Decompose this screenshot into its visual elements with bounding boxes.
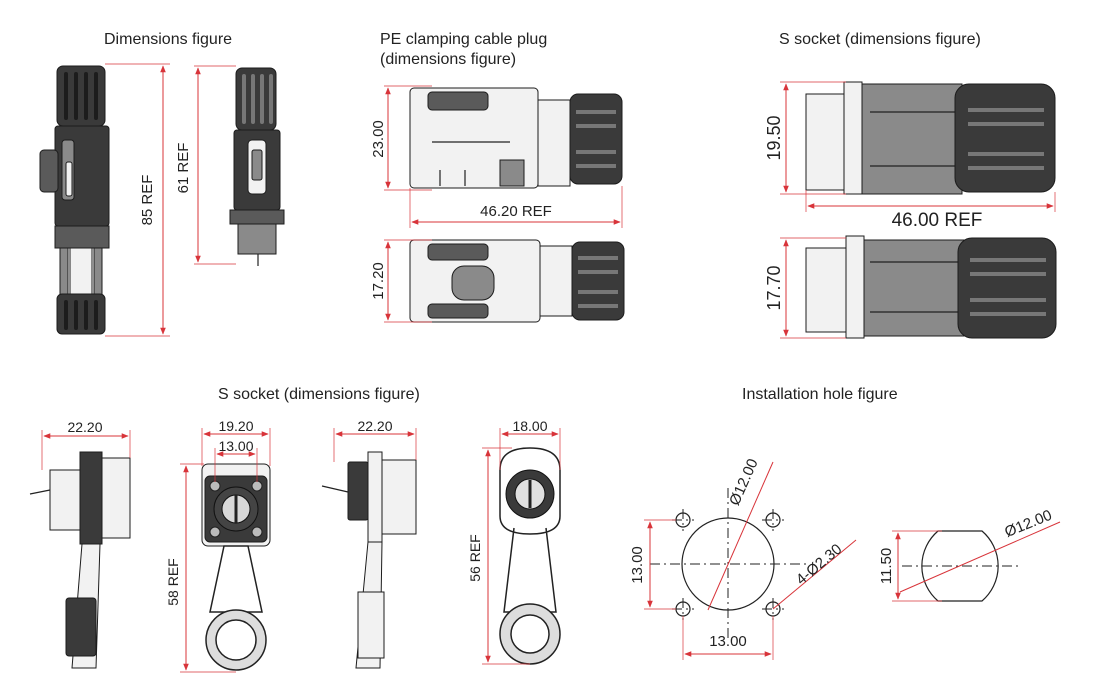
installation-hole-square-drawing	[650, 488, 808, 640]
label-46-00-ref: 46.00 REF	[892, 210, 983, 231]
dimension-diameter-12-square: Ø12.00	[707, 456, 774, 611]
title-dimensions-figure: Dimensions figure	[104, 31, 233, 48]
socket-round-front-drawing	[499, 447, 561, 665]
dimension-13-00-vertical: 13.00	[629, 519, 676, 610]
label-13-00-vertical: 13.00	[629, 546, 646, 584]
dimension-23-00: 23.00	[370, 85, 432, 191]
s-socket-side-drawing	[805, 235, 1057, 339]
label-46-20-ref: 46.20 REF	[480, 203, 552, 220]
dimension-56-ref: 56 REF	[467, 447, 530, 665]
label-13-00-horizontal: 13.00	[709, 633, 747, 650]
dimension-85-ref: 85 REF	[105, 63, 170, 337]
dimension-11-50: 11.50	[878, 530, 942, 602]
dimension-22-20-b: 22.20	[333, 418, 417, 462]
label-61-ref: 61 REF	[175, 143, 192, 194]
socket-front-square-drawing	[201, 463, 271, 671]
title-pe-plug-line2: (dimensions figure)	[380, 51, 517, 68]
label-22-20-a: 22.20	[67, 419, 102, 435]
installation-hole-flat-drawing	[902, 530, 1020, 602]
label-4-holes-2-30: 4-Ø2.30	[793, 541, 845, 589]
pe-plug-top-drawing	[409, 87, 623, 189]
dimension-22-20-a: 22.20	[41, 419, 131, 470]
label-17-70: 17.70	[764, 265, 784, 310]
title-installation-hole: Installation hole figure	[742, 386, 898, 403]
title-s-socket-bottom: S socket (dimensions figure)	[218, 386, 420, 403]
dimension-19-50: 19.50	[764, 81, 846, 195]
dimension-13-00-front: 13.00	[214, 438, 258, 482]
label-11-50: 11.50	[878, 548, 895, 584]
dimension-18-00: 18.00	[499, 418, 561, 470]
dimension-13-00-horizontal: 13.00	[682, 616, 774, 660]
label-19-20: 19.20	[218, 418, 253, 434]
dimension-17-70: 17.70	[764, 237, 846, 339]
label-56-ref: 56 REF	[467, 534, 483, 581]
label-19-50: 19.50	[764, 115, 784, 160]
dimension-46-00-ref: 46.00 REF	[805, 190, 1056, 231]
label-23-00: 23.00	[370, 120, 387, 158]
dimension-58-ref: 58 REF	[165, 463, 236, 673]
plug-assembly-front-drawing	[39, 65, 110, 335]
title-s-socket-top: S socket (dimensions figure)	[779, 31, 981, 48]
label-18-00: 18.00	[512, 418, 547, 434]
pe-plug-bottom-drawing	[409, 239, 625, 323]
label-13-00-front: 13.00	[218, 438, 253, 454]
label-85-ref: 85 REF	[139, 175, 156, 226]
dimension-61-ref: 61 REF	[175, 65, 236, 265]
label-22-20-b: 22.20	[357, 418, 392, 434]
dimension-17-20: 17.20	[370, 239, 432, 323]
socket-side-view-b-drawing	[321, 451, 417, 669]
socket-side-view-a-drawing	[29, 451, 131, 669]
plug-side-drawing	[229, 67, 285, 266]
title-pe-plug-line1: PE clamping cable plug	[380, 31, 548, 48]
title-pe-plug: PE clamping cable plug (dimensions figur…	[380, 30, 547, 70]
dimension-4-holes-2-30: 4-Ø2.30	[772, 539, 857, 610]
dimension-46-20-ref: 46.20 REF	[409, 186, 623, 228]
label-58-ref: 58 REF	[165, 558, 181, 605]
s-socket-top-drawing	[805, 81, 1056, 195]
label-17-20: 17.20	[370, 262, 387, 300]
dimension-19-20: 19.20	[201, 418, 271, 466]
